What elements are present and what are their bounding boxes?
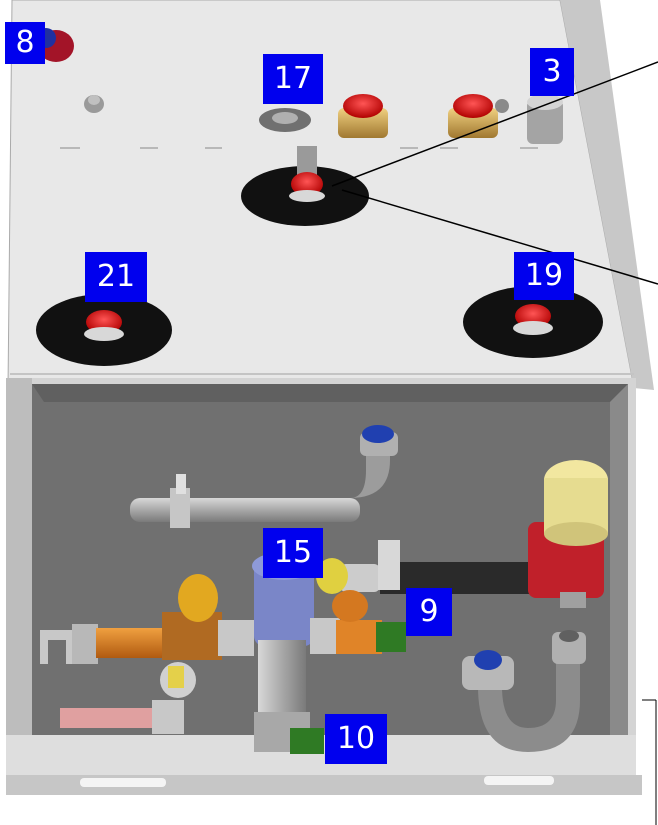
callout-9: 9 — [406, 588, 452, 636]
leader-line-lower — [341, 189, 658, 285]
callout-8: 8 — [5, 22, 45, 64]
callout-21: 21 — [85, 252, 147, 302]
leader-line-upper — [331, 61, 658, 187]
callout-17: 17 — [263, 54, 323, 104]
callout-10: 10 — [325, 714, 387, 764]
callout-3: 3 — [530, 48, 574, 96]
right-side-panel — [560, 0, 654, 390]
callout-19: 19 — [514, 252, 574, 300]
callout-15: 15 — [263, 528, 323, 578]
